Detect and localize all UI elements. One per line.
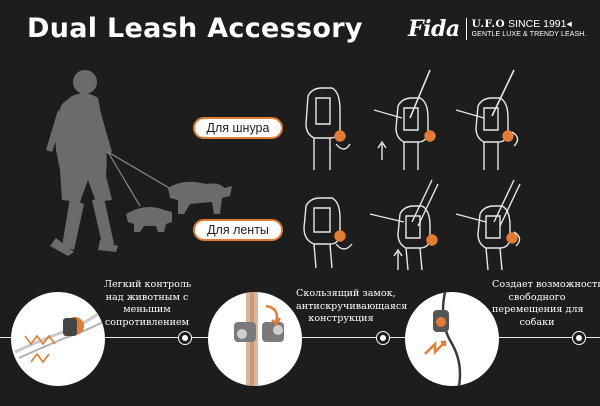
- feature-marker-1: [178, 331, 192, 345]
- tape-step-3-diagram: [455, 179, 521, 271]
- caption-line: собаки: [519, 316, 555, 328]
- brand-divider: [465, 18, 467, 40]
- feature-caption-sliding-lock: Скользящий замок, антискручивающаяся кон…: [296, 288, 408, 326]
- tape-mode-label: Для ленты: [193, 219, 283, 241]
- tape-step-1-diagram: [303, 197, 353, 269]
- feature-caption-free-movement: Создает возможность свободного перемещен…: [492, 279, 600, 329]
- cord-mode-label: Для шнура: [193, 117, 283, 139]
- brand-line1: U.F.O SINCE 1991◂: [472, 19, 587, 30]
- feature-photo-control: [11, 292, 105, 386]
- feature-marker-3: [572, 331, 586, 345]
- feature-photo-sliding-lock: [208, 292, 302, 386]
- caption-line: меньшим: [123, 304, 171, 315]
- feature-caption-control: Легкий контроль над животным с меньшим с…: [104, 279, 192, 329]
- walker-silhouette: [46, 70, 118, 256]
- cord-step-3-diagram: [455, 69, 519, 170]
- brand-arrow-icon: ◂: [566, 18, 572, 30]
- caption-line: антискручивающаяся: [296, 300, 408, 312]
- tape-step-2-diagram: [369, 179, 439, 271]
- brand-text: U.F.O SINCE 1991◂ GENTLE LUXE & TRENDY L…: [472, 19, 587, 39]
- page-title: Dual Leash Accessory: [27, 13, 363, 44]
- cord-step-1-diagram: [305, 87, 351, 170]
- caption-line: Легкий контроль: [104, 279, 192, 290]
- cord-step-2-diagram: [373, 69, 436, 170]
- brand-tagline: GENTLE LUXE & TRENDY LEASH.: [471, 31, 587, 38]
- caption-line: над животным с: [105, 291, 189, 303]
- feature-marker-2: [376, 331, 390, 345]
- caption-line: свободного: [508, 291, 566, 303]
- leash-lines: [107, 151, 177, 207]
- brand-logo: Fida: [408, 16, 460, 42]
- caption-line: Создает возможность: [492, 279, 600, 290]
- brand-logo-block: Fida U.F.O SINCE 1991◂ GENTLE LUXE & TRE…: [408, 17, 587, 41]
- brand-name: U.F.O: [471, 18, 506, 30]
- caption-line: сопротивлением: [104, 316, 190, 328]
- brand-since: SINCE 1991: [508, 18, 567, 30]
- caption-line: конструкция: [308, 313, 374, 324]
- dog-large-silhouette: [168, 181, 232, 214]
- dog-small-silhouette: [126, 207, 172, 232]
- caption-line: перемещения для: [492, 304, 584, 315]
- caption-line: Скользящий замок,: [296, 288, 396, 299]
- feature-photo-free-movement: [405, 292, 499, 386]
